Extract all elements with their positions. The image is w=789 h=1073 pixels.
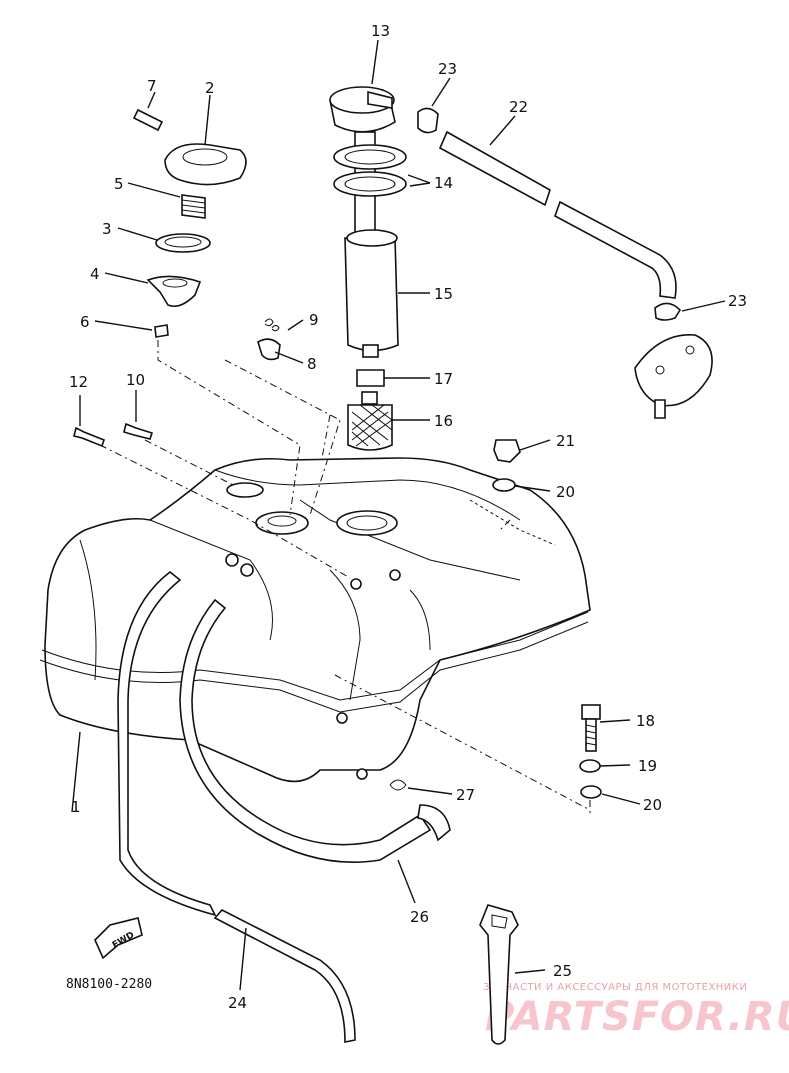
part-4-holder <box>146 275 202 308</box>
part-17-clamp <box>356 369 385 387</box>
part-19-washer <box>579 759 601 773</box>
pump-body <box>634 334 713 407</box>
callout-12: 12 <box>69 373 88 391</box>
callout-5: 5 <box>114 175 124 193</box>
callout-15: 15 <box>434 285 453 303</box>
callout-24: 24 <box>228 994 247 1012</box>
clip-parts <box>257 318 281 361</box>
callout-19: 19 <box>638 757 657 775</box>
callout-22: 22 <box>509 98 528 116</box>
callout-14: 14 <box>434 174 453 192</box>
part-20-washer-a <box>492 478 516 492</box>
part-2-cap <box>164 143 247 186</box>
callout-13: 13 <box>371 22 390 40</box>
callout-4: 4 <box>90 265 100 283</box>
hose-26 <box>179 598 451 863</box>
callout-23-right: 23 <box>728 292 747 310</box>
cap-assembly <box>132 108 247 338</box>
watermark: ЗАПЧАСТИ И АКСЕССУАРЫ ДЛЯ МОТОТЕХНИКИ PA… <box>483 982 789 1040</box>
fwd-arrow: FWD <box>94 917 143 960</box>
callout-27: 27 <box>456 786 475 804</box>
watermark-brand: PARTSFOR.RU <box>485 994 789 1040</box>
assembly-lines <box>99 340 591 815</box>
part-23-clamp-bottom <box>654 302 682 321</box>
part-27-clip <box>389 779 407 791</box>
part-15-filter <box>344 237 399 352</box>
diagram-code: 8N8100-2280 <box>66 977 152 992</box>
callout-21: 21 <box>556 432 575 450</box>
callout-1: 1 <box>71 798 81 816</box>
part-9-clip <box>264 318 274 327</box>
callout-6: 6 <box>80 313 90 331</box>
callout-17: 17 <box>434 370 453 388</box>
strap-25 <box>479 904 519 1045</box>
part-8-clamp <box>257 338 281 361</box>
callout-23-top: 23 <box>438 60 457 78</box>
hose-24 <box>117 570 356 1043</box>
callout-3: 3 <box>102 220 112 238</box>
callout-25: 25 <box>553 962 572 980</box>
part-10-bolt <box>123 422 154 440</box>
callout-9: 9 <box>309 311 319 329</box>
right-fasteners <box>389 439 602 799</box>
callout-8: 8 <box>307 355 317 373</box>
part-21-nut <box>493 439 521 463</box>
callout-20-bottom: 20 <box>643 796 662 814</box>
part-20-washer-b <box>580 785 602 799</box>
fuel-pump-assembly <box>329 86 407 451</box>
callout-18: 18 <box>636 712 655 730</box>
hose-22 <box>417 107 713 419</box>
callout-10: 10 <box>126 371 145 389</box>
part-12-bolt <box>73 426 105 448</box>
callouts: 1 2 3 4 5 6 7 8 9 10 12 13 14 15 16 17 1… <box>69 22 747 1012</box>
part-7-pin <box>132 108 164 132</box>
bolts-left <box>73 422 154 448</box>
part-14-ring-b <box>333 171 407 197</box>
part-23-clamp-top <box>417 107 439 134</box>
part-18-bolt <box>581 704 601 720</box>
callout-20-top: 20 <box>556 483 575 501</box>
watermark-tagline: ЗАПЧАСТИ И АКСЕССУАРЫ ДЛЯ МОТОТЕХНИКИ <box>483 982 747 993</box>
part-6-nut <box>154 324 169 338</box>
leaders <box>71 39 726 991</box>
part-14-ring-a <box>333 144 407 170</box>
callout-26: 26 <box>410 908 429 926</box>
callout-16: 16 <box>434 412 453 430</box>
callout-7: 7 <box>147 77 157 95</box>
callout-2: 2 <box>205 79 215 97</box>
